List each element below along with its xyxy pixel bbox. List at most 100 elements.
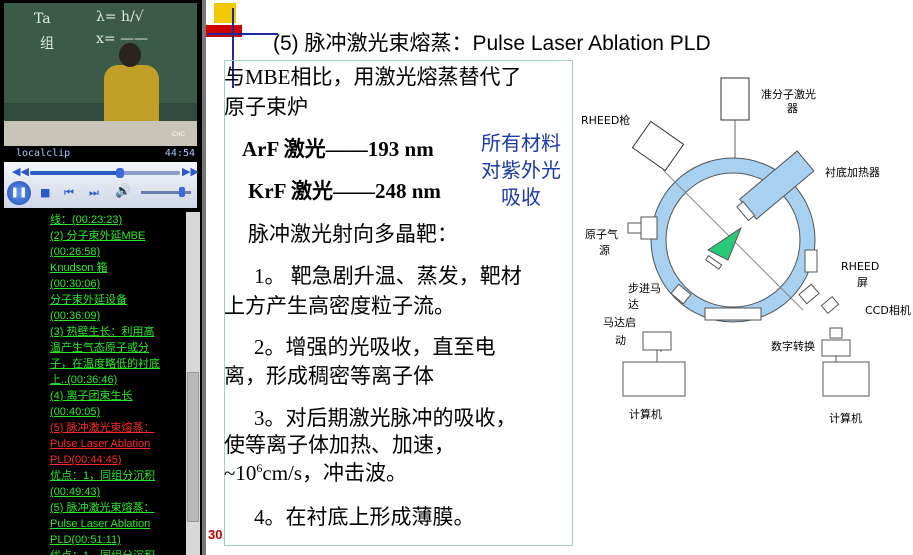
- label-atom-source: 原子气: [585, 227, 618, 241]
- label-heater: 衬底加热器: [825, 165, 880, 179]
- plasma-plume: [707, 226, 743, 261]
- seek-handle[interactable]: [116, 168, 124, 178]
- slide-text: 原子束炉: [224, 95, 308, 119]
- chalk-text: λ= h/√: [96, 9, 144, 25]
- label-ccd: CCD相机: [865, 303, 911, 317]
- next-icon[interactable]: ⏭: [89, 186, 99, 199]
- chalkboard: [4, 3, 197, 103]
- video-frame[interactable]: Ta 组 λ= h/√ x= —— CHC: [4, 3, 197, 146]
- label-rheed-gun: RHEED枪: [581, 113, 630, 127]
- velocity-unit: cm/s，冲击波。: [262, 461, 408, 485]
- label-computer-right: 计算机: [829, 411, 862, 425]
- clip-name: localclip: [16, 148, 71, 159]
- label-computer-left: 计算机: [629, 407, 662, 421]
- chapter-link[interactable]: (3) 热壁生长：利用高: [50, 326, 155, 338]
- label-excimer: 器: [787, 102, 798, 115]
- chapter-link[interactable]: (00:49:43): [50, 486, 101, 498]
- digital-converter: [821, 339, 851, 357]
- label-digital: 数字转换: [771, 339, 815, 353]
- panel-divider[interactable]: [202, 0, 206, 555]
- label-motor: 动: [615, 334, 626, 347]
- volume-slider[interactable]: [141, 187, 191, 197]
- stop-icon[interactable]: ■: [40, 186, 51, 199]
- pause-button[interactable]: ❚❚: [7, 181, 31, 205]
- label-rheed-screen: 屏: [857, 276, 868, 289]
- slide-text: 脉冲激光射向多晶靶：: [248, 222, 458, 246]
- chalk-text: x= ——: [96, 31, 149, 47]
- seek-progress: [30, 171, 120, 175]
- chapter-link[interactable]: PLD(00:51:11): [50, 534, 121, 546]
- slide-text-box: [224, 60, 573, 546]
- chapter-list: 线：(00:23:23) (2) 分子束外延MBE (00:26:58) Knudso…: [50, 212, 185, 555]
- slide-text: 与MBE相比，用激光熔蒸替代了: [224, 65, 522, 89]
- side-note: 所有材料 对紫外光 吸收: [471, 130, 571, 211]
- motor-controller: [642, 331, 672, 351]
- label-rheed-screen: RHEED: [841, 260, 879, 273]
- chapter-link[interactable]: (00:36:09): [50, 310, 101, 322]
- rheed-screen: [804, 249, 818, 273]
- label-stepper: 达: [628, 298, 639, 311]
- side-note-line: 所有材料: [481, 131, 561, 155]
- slide-title: (5) 脉冲激光束熔蒸：Pulse Laser Ablation PLD: [273, 32, 711, 55]
- channel-logo: CHC: [172, 131, 185, 138]
- velocity-base: ~10: [224, 461, 257, 485]
- atom-source: [627, 222, 642, 234]
- rheed-gun: [631, 120, 685, 172]
- computer-right: [822, 361, 870, 397]
- slide-text: 2。增强的光吸收，直至电: [254, 335, 496, 359]
- computer-left: [622, 361, 686, 397]
- slide: (5) 脉冲激光束熔蒸：Pulse Laser Ablation PLD 与MB…: [206, 0, 913, 555]
- chapter-scrollbar[interactable]: [186, 212, 200, 555]
- ccd-camera: [820, 295, 840, 315]
- chapter-link[interactable]: (00:40:05): [50, 406, 101, 418]
- chapter-link[interactable]: Pulse Laser Ablation: [50, 518, 151, 530]
- volume-icon[interactable]: 🔊: [115, 184, 132, 199]
- chapter-link[interactable]: 子，在温度略低的衬底: [50, 358, 160, 370]
- slide-text: 使等离子体加热、加速，: [224, 433, 455, 457]
- chapter-link[interactable]: (00:30:06): [50, 278, 101, 290]
- seek-bar[interactable]: [30, 168, 180, 178]
- stepper-motor: [670, 283, 692, 305]
- ccd-port: [798, 283, 820, 305]
- scrollbar-thumb[interactable]: [187, 372, 199, 522]
- chapter-link[interactable]: Knudson 箱: [50, 262, 108, 274]
- side-note-line: 对紫外光: [481, 158, 561, 182]
- chapter-link[interactable]: 优点：1，同组分沉积: [50, 548, 185, 555]
- label-excimer: 准分子激光: [761, 87, 816, 101]
- volume-handle[interactable]: [179, 187, 185, 197]
- title-decoration: [232, 8, 234, 88]
- chapter-link[interactable]: Pulse Laser Ablation: [50, 438, 151, 450]
- target: [705, 255, 723, 270]
- pld-apparatus-diagram: 准分子激光 器 RHEED枪 衬底加热器 原子气 源 RHEED 屏 步进马 达…: [581, 77, 911, 425]
- chapter-link[interactable]: (5) 脉冲激光束熔蒸：: [50, 422, 155, 434]
- clip-time: 44:54: [164, 148, 195, 159]
- fast-forward-icon[interactable]: ▶▶: [182, 165, 199, 178]
- chalk-text: Ta: [34, 11, 51, 27]
- chapter-link[interactable]: 线：(00:23:23): [50, 214, 123, 226]
- slide-text: 离，形成稠密等离子体: [224, 364, 434, 388]
- slide-text: 4。在衬底上形成薄膜。: [254, 505, 475, 529]
- chapter-link[interactable]: PLD(00:44:45): [50, 454, 122, 466]
- ccd-box: [829, 327, 843, 339]
- chapter-link[interactable]: (00:26:58): [50, 246, 101, 258]
- label-stepper: 步进马: [628, 282, 661, 295]
- chapter-link[interactable]: (5) 脉冲激光束熔蒸：: [50, 502, 155, 514]
- label-motor: 马达启: [603, 316, 636, 329]
- player-panel: Ta 组 λ= h/√ x= —— CHC localclip 44:54 ◀◀…: [0, 0, 202, 555]
- chapter-link[interactable]: (4) 离子团束生长: [50, 390, 133, 402]
- previous-icon[interactable]: ⏮: [64, 186, 74, 199]
- page-number: 30: [208, 527, 223, 542]
- excimer-laser: [720, 77, 750, 121]
- label-atom-source: 源: [599, 243, 610, 257]
- rewind-icon[interactable]: ◀◀: [12, 165, 29, 178]
- atom-source-port: [640, 216, 658, 240]
- slide-text: ~106cm/s，冲击波。: [224, 457, 407, 487]
- chapter-link[interactable]: 温产生气态原子或分: [50, 342, 149, 354]
- slide-text: KrF 激光——248 nm: [248, 179, 441, 203]
- side-note-line: 吸收: [501, 185, 541, 209]
- chapter-link[interactable]: 分子束外延设备: [50, 294, 127, 306]
- chapter-link[interactable]: 上..(00:36:46): [50, 374, 118, 386]
- chapter-link[interactable]: (2) 分子束外延MBE: [50, 230, 146, 242]
- chapter-link[interactable]: 优点：1，同组分沉积: [50, 470, 156, 482]
- clip-info-bar: localclip 44:54: [4, 147, 197, 161]
